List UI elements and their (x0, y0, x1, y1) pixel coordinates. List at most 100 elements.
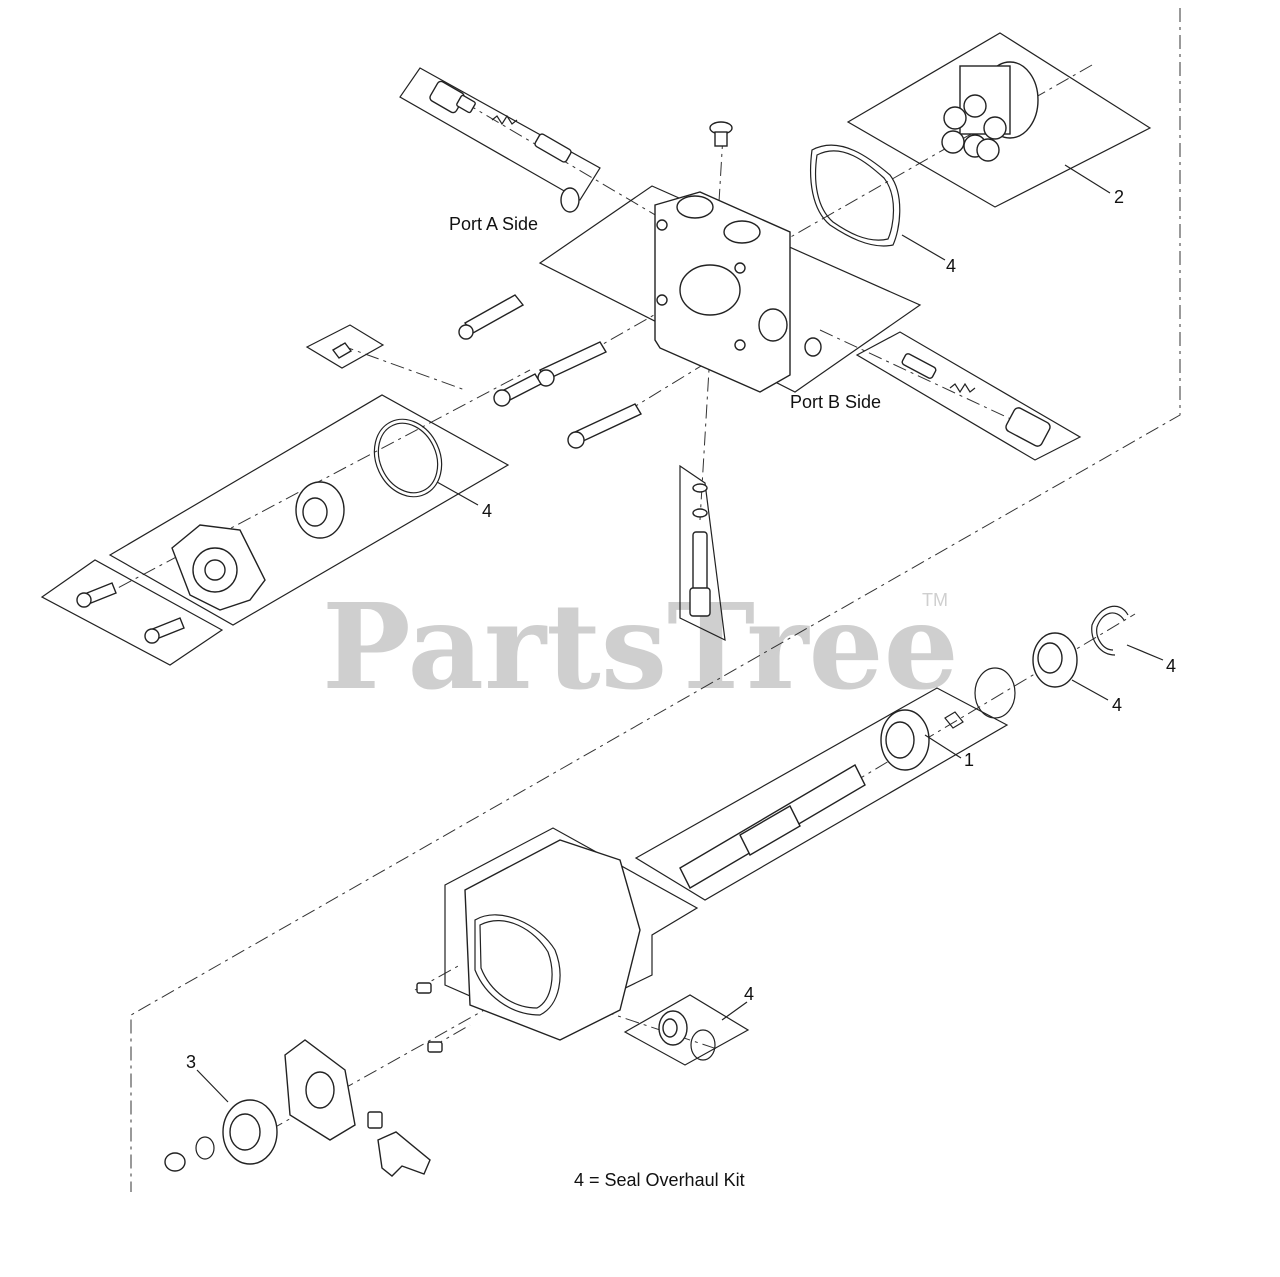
center-section-o-ring-inner (814, 150, 895, 241)
panel-input-shaft (634, 687, 1009, 901)
center-hole-1 (656, 219, 668, 231)
panel-relief-valve-b (855, 331, 1082, 461)
center-port-b (758, 308, 788, 342)
bearing-inner (885, 721, 915, 759)
charge-pump-o-ring-inner (377, 422, 439, 494)
center-section-o-ring (810, 144, 901, 247)
label-port-b-side: Port B Side (790, 392, 881, 412)
relief-poppet-b (901, 353, 937, 379)
panel-lower-seal (623, 994, 750, 1066)
outer-guide-line (130, 8, 1181, 1192)
panel-housing (444, 827, 699, 1029)
relief-valve-a (429, 80, 572, 163)
relief-poppet-a (534, 133, 572, 163)
callout-4-lower-seal: 4 (744, 984, 754, 1004)
check-valve-base (689, 587, 711, 617)
check-valve-stem (692, 531, 708, 593)
relief-spring-b (949, 382, 976, 394)
panel-check-valve (679, 464, 726, 642)
charge-bolt-2-head (144, 628, 160, 644)
center-bolt-1 (463, 294, 525, 334)
callout-3: 3 (186, 1052, 196, 1072)
shaft-seal-3 (222, 1099, 278, 1165)
check-valve (689, 483, 711, 617)
input-shaft-spline (739, 805, 801, 856)
trunnion-cover-bore (305, 1071, 335, 1109)
cylinder-block (941, 61, 1039, 162)
small-plug (331, 342, 353, 359)
dowel-pin-2 (427, 1041, 443, 1053)
trunnion-block (367, 1111, 383, 1129)
callout-4-o-ring-left: 4 (482, 501, 492, 521)
charge-pump (171, 418, 443, 611)
shaft-key (944, 711, 964, 729)
callout-4-o-ring-top: 4 (946, 256, 956, 276)
panel-charge-pump (108, 394, 510, 626)
relief-valve-b (901, 353, 1051, 447)
relief-cartridge-b (1005, 407, 1051, 447)
kit-panels (40, 32, 1152, 1066)
check-valve-washer-1 (692, 483, 708, 493)
center-bolt-4 (574, 403, 642, 443)
piston-5 (941, 130, 965, 154)
center-valve-plate (679, 264, 741, 316)
callout-2: 2 (1114, 187, 1124, 207)
trunnion-group (284, 1039, 431, 1177)
panel-plug (305, 324, 385, 369)
leader-4-retaining (1126, 644, 1164, 661)
shaft-seal-3-inner (229, 1113, 261, 1151)
dowel-pin-1 (416, 982, 432, 994)
lower-seal-ring (690, 1029, 716, 1061)
thrust-washer (974, 667, 1016, 719)
lower-seal-inner (662, 1018, 678, 1038)
leader-lines (196, 164, 1164, 1103)
leader-4-top (901, 234, 946, 261)
piston-3 (983, 116, 1007, 140)
piston-6 (976, 138, 1000, 162)
leader-2 (1064, 164, 1111, 194)
relief-nut-a (456, 94, 476, 114)
bleed-screw-body (714, 131, 728, 147)
center-hole-2 (734, 262, 746, 274)
labels: Port A Side Port B Side 4 = Seal Overhau… (449, 214, 881, 1190)
charge-bolt-1-head (76, 592, 92, 608)
label-port-a-side: Port A Side (449, 214, 538, 234)
center-hole-4 (734, 339, 746, 351)
panel-cylinder-block (846, 32, 1152, 208)
panel-bolts (40, 559, 224, 666)
lower-seal (658, 1010, 716, 1061)
small-washer (195, 1136, 215, 1160)
leader-4-seal (1071, 679, 1109, 701)
callout-1: 1 (964, 750, 974, 770)
watermark: PartsTree TM (322, 577, 959, 716)
bleed-screw (709, 121, 733, 147)
center-bolt-1-head (458, 324, 474, 340)
plug-axis (339, 344, 466, 391)
charge-pump-o-ring (373, 418, 443, 498)
center-port-2 (723, 220, 761, 244)
charge-pump-bolts (76, 582, 185, 644)
leader-4-lower (721, 1001, 748, 1021)
center-bolt-3-head (493, 389, 511, 407)
housing-body (464, 839, 641, 1041)
control-arm (377, 1131, 431, 1177)
center-section-bolts (458, 294, 642, 449)
piston-1 (943, 106, 967, 130)
watermark-trademark: TM (922, 590, 948, 610)
callout-4-retaining-ring: 4 (1166, 656, 1176, 676)
center-plug-b (804, 337, 822, 357)
port-plug-a (560, 187, 580, 213)
leader-4-left (436, 481, 479, 506)
input-shaft-assembly (679, 709, 930, 889)
small-nut (164, 1152, 186, 1172)
center-hole-3 (656, 294, 668, 306)
charge-pump-inner-gear (302, 497, 328, 527)
callouts: 2 4 4 4 4 1 4 3 (186, 187, 1176, 1072)
piston-2 (963, 94, 987, 118)
pump-housing (464, 839, 641, 1041)
housing-gasket-face (474, 914, 561, 1016)
center-port-1 (676, 195, 714, 219)
relief-spring-a (491, 114, 518, 126)
